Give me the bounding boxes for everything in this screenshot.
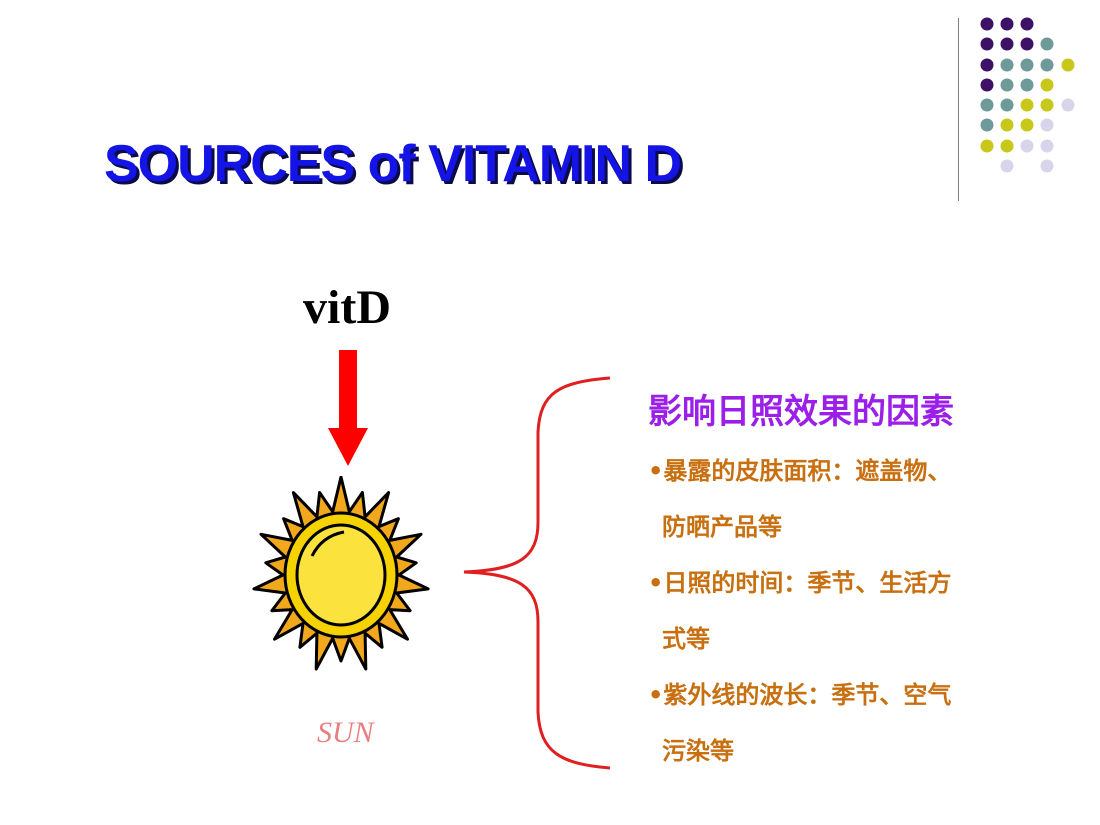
- factor-line-time: •日照的时间：季节、生活方: [648, 569, 952, 597]
- dot-grid-decoration: [980, 17, 1075, 173]
- factors-panel: 影响日照效果的因素 •暴露的皮肤面积：遮盖物、 防晒产品等 •日照的时间：季节、…: [648, 384, 1068, 779]
- down-arrow-icon: [328, 350, 368, 466]
- factor-line-time-cont: 式等: [662, 625, 710, 653]
- sun-label: SUN: [317, 716, 374, 749]
- factor-line-skin-area: •暴露的皮肤面积：遮盖物、: [648, 457, 952, 485]
- sun-icon: [252, 476, 430, 671]
- factor-line-wavelength: •紫外线的波长：季节、空气: [648, 681, 952, 709]
- factor-line-skin-area-cont: 防晒产品等: [662, 513, 782, 541]
- title-divider-line: [958, 18, 959, 201]
- curly-brace-icon: [463, 376, 611, 770]
- vitd-label: vitD: [303, 281, 391, 334]
- factor-line-wavelength-cont: 污染等: [662, 737, 734, 765]
- factors-heading: 影响日照效果的因素: [648, 392, 954, 432]
- slide-title: SOURCES of VITAMIN D: [104, 135, 682, 193]
